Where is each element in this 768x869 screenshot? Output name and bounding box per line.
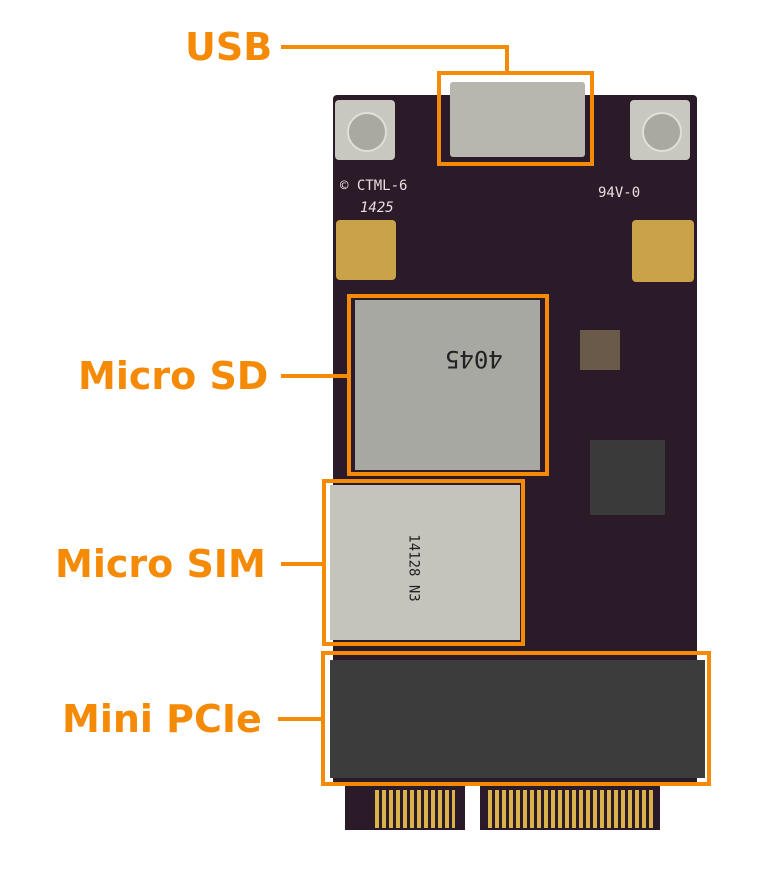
highlight-usb bbox=[437, 71, 594, 166]
leader-usb-v bbox=[505, 45, 509, 74]
highlight-micro-sd bbox=[347, 294, 549, 476]
leader-usb-h bbox=[281, 45, 509, 49]
screw-left bbox=[335, 100, 395, 160]
leader-micro-sd bbox=[281, 374, 348, 378]
mount-pad-h7 bbox=[632, 220, 694, 282]
inductor-l1 bbox=[580, 330, 620, 370]
usb-connector bbox=[450, 82, 585, 157]
mini-pcie-socket bbox=[330, 660, 705, 778]
silk-part: © CTML-6 bbox=[340, 178, 408, 194]
highlight-micro-sim bbox=[322, 479, 525, 646]
mount-pad-h6 bbox=[336, 220, 396, 280]
leader-micro-sim bbox=[281, 562, 324, 566]
leader-mini-pcie bbox=[278, 717, 324, 721]
label-micro-sd: Micro SD bbox=[78, 354, 269, 398]
gold-fingers-left bbox=[375, 790, 455, 828]
micro-sd-slot bbox=[355, 300, 540, 470]
chip-u3 bbox=[590, 440, 665, 515]
label-usb: USB bbox=[185, 25, 273, 69]
silk-date: 1425 bbox=[360, 200, 394, 216]
silk-rating: 94V-0 bbox=[598, 185, 641, 201]
highlight-mini-pcie bbox=[321, 651, 711, 786]
micro-sim-slot bbox=[330, 485, 520, 640]
label-mini-pcie: Mini PCIe bbox=[62, 697, 262, 741]
screw-right bbox=[630, 100, 690, 160]
gold-fingers-right bbox=[488, 790, 653, 828]
label-micro-sim: Micro SIM bbox=[55, 542, 266, 586]
